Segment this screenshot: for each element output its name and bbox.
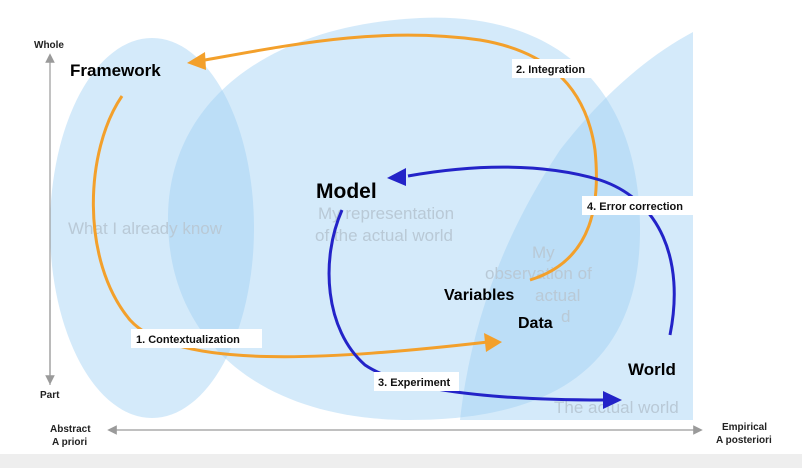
data-caption-line1: My	[532, 243, 555, 262]
step2-box	[512, 59, 598, 78]
node-data: Data	[518, 315, 553, 332]
bottom-bar	[0, 454, 802, 468]
model-caption-line1: My representation	[318, 204, 454, 223]
model-region	[167, 17, 641, 421]
node-model: Model	[316, 180, 377, 203]
blue-arrow-experiment	[327, 209, 605, 402]
blue-arrowhead-to-world	[603, 391, 622, 409]
orange-arrowhead-to-data	[484, 333, 502, 352]
step3-label: 3. Experiment	[378, 377, 450, 389]
axis-label-a-priori: A priori	[52, 437, 87, 448]
step1-label: 1. Contextualization	[136, 334, 240, 346]
axis-label-whole: Whole	[34, 40, 64, 51]
data-caption-line2: observation of	[485, 264, 592, 283]
orange-arrowhead-to-framework	[187, 52, 206, 70]
world-caption: The actual world	[554, 398, 679, 417]
framework-caption: What I already know	[68, 219, 223, 238]
step2-label: 2. Integration	[516, 64, 585, 76]
orange-arrow-contextualization	[91, 95, 489, 359]
axis-label-a-posteriori: A posteriori	[716, 435, 772, 446]
data-caption-line3: actual	[535, 286, 580, 305]
axis-label-empirical: Empirical	[722, 422, 767, 433]
blue-arrow-error-correction	[407, 165, 676, 336]
axis-label-part: Part	[40, 390, 60, 401]
node-framework: Framework	[70, 61, 161, 80]
step1-box	[131, 329, 262, 348]
blue-arrowhead-to-model	[387, 168, 406, 186]
data-caption-line4: d	[561, 307, 570, 326]
world-region	[460, 32, 693, 420]
axis-label-abstract: Abstract	[50, 424, 91, 435]
model-caption-line2: of the actual world	[315, 226, 453, 245]
node-world: World	[628, 360, 676, 379]
step4-box	[582, 196, 694, 215]
step4-label: 4. Error correction	[587, 201, 683, 213]
step3-box	[374, 372, 459, 391]
node-variables: Variables	[444, 287, 514, 304]
framework-region	[50, 38, 254, 418]
